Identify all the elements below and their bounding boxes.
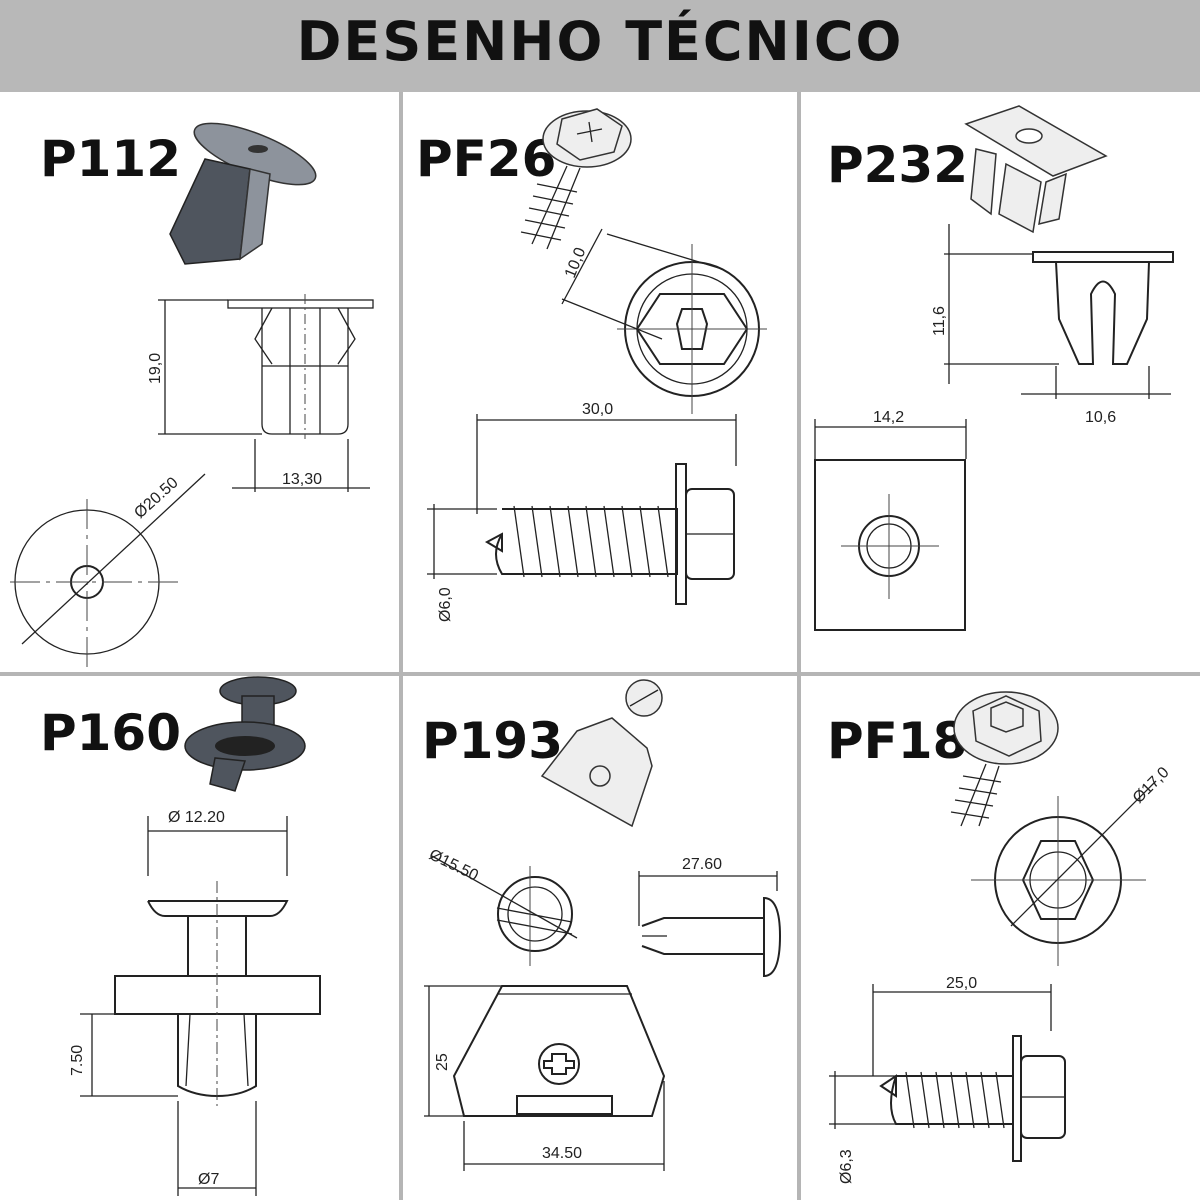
part-code: PF26	[416, 130, 557, 188]
dim-diameter: Ø15.50	[426, 846, 481, 884]
drawing-p112: 19,0 13,30 Ø20.50	[10, 122, 374, 669]
part-code: P193	[422, 712, 564, 770]
dim-height: 11,6	[931, 306, 948, 336]
part-code: PF18	[827, 712, 968, 770]
side-view	[80, 816, 321, 1196]
dim-thread: Ø6,3	[838, 1149, 855, 1184]
panel-p112: P112 19,0 13,30	[0, 94, 397, 672]
dim-head: 10,0	[562, 245, 589, 280]
dim-stem: Ø7	[198, 1171, 219, 1188]
top-view	[431, 855, 578, 966]
dim-width: 34.50	[542, 1145, 582, 1162]
dim-height: 7.50	[69, 1045, 86, 1076]
drawing-pf26: 10,0 30,0 Ø6,0	[427, 108, 767, 622]
side-view	[944, 224, 1174, 399]
panel-p160: P160 Ø 12.20 7.50 Ø7	[0, 676, 399, 1200]
plate-view	[814, 419, 967, 631]
top-view	[971, 780, 1157, 966]
iso-render	[964, 105, 1108, 234]
iso-render	[950, 691, 1059, 827]
top-view	[561, 228, 767, 414]
iso-render	[184, 676, 306, 792]
divider-vertical-left	[399, 92, 403, 1200]
dim-diameter: Ø 12.20	[168, 809, 225, 826]
dim-width: 13,30	[282, 471, 322, 488]
divider-horizontal	[0, 672, 1200, 676]
header-bar: DESENHO TÉCNICO	[0, 0, 1200, 92]
iso-render	[540, 679, 663, 828]
dim-width: 10,6	[1085, 409, 1116, 426]
dim-diameter: Ø20.50	[131, 474, 181, 522]
iso-render	[520, 108, 632, 250]
panel-pf26: PF26 10,0	[402, 94, 799, 672]
drawing-pf18: Ø17,0 25,0 Ø6,3	[829, 691, 1173, 1184]
top-view	[10, 473, 206, 669]
pin-view	[638, 871, 782, 978]
divider-vertical-right	[797, 92, 801, 1200]
panel-pf18: PF18 Ø17,0	[801, 676, 1200, 1200]
panel-p193: P193 Ø15.50 27.60	[402, 676, 797, 1200]
side-view	[829, 984, 1066, 1162]
dim-diameter: Ø17,0	[1130, 764, 1173, 807]
panel-p232: P232 11,6 10,6 14,2	[801, 94, 1198, 672]
drawing-p232: 11,6 10,6 14,2	[814, 105, 1174, 631]
dim-length: 27.60	[682, 856, 722, 873]
part-code: P112	[40, 130, 182, 188]
dim-height: 19,0	[147, 353, 164, 384]
dim-diameter: Ø6,0	[437, 587, 454, 622]
iso-render	[169, 122, 317, 265]
drawing-p160: Ø 12.20 7.50 Ø7	[69, 676, 321, 1196]
front-view	[424, 985, 666, 1171]
dim-length: 25,0	[946, 975, 977, 992]
part-code: P160	[40, 704, 182, 762]
side-view	[158, 294, 374, 492]
dim-length: 30,0	[582, 401, 613, 418]
drawing-p193: Ø15.50 27.60 25 34.50	[424, 679, 782, 1171]
dim-height: 25	[434, 1053, 451, 1071]
page-title: DESENHO TÉCNICO	[296, 10, 904, 73]
side-view	[427, 414, 737, 605]
part-code: P232	[827, 136, 969, 194]
dim-plate: 14,2	[873, 409, 904, 426]
